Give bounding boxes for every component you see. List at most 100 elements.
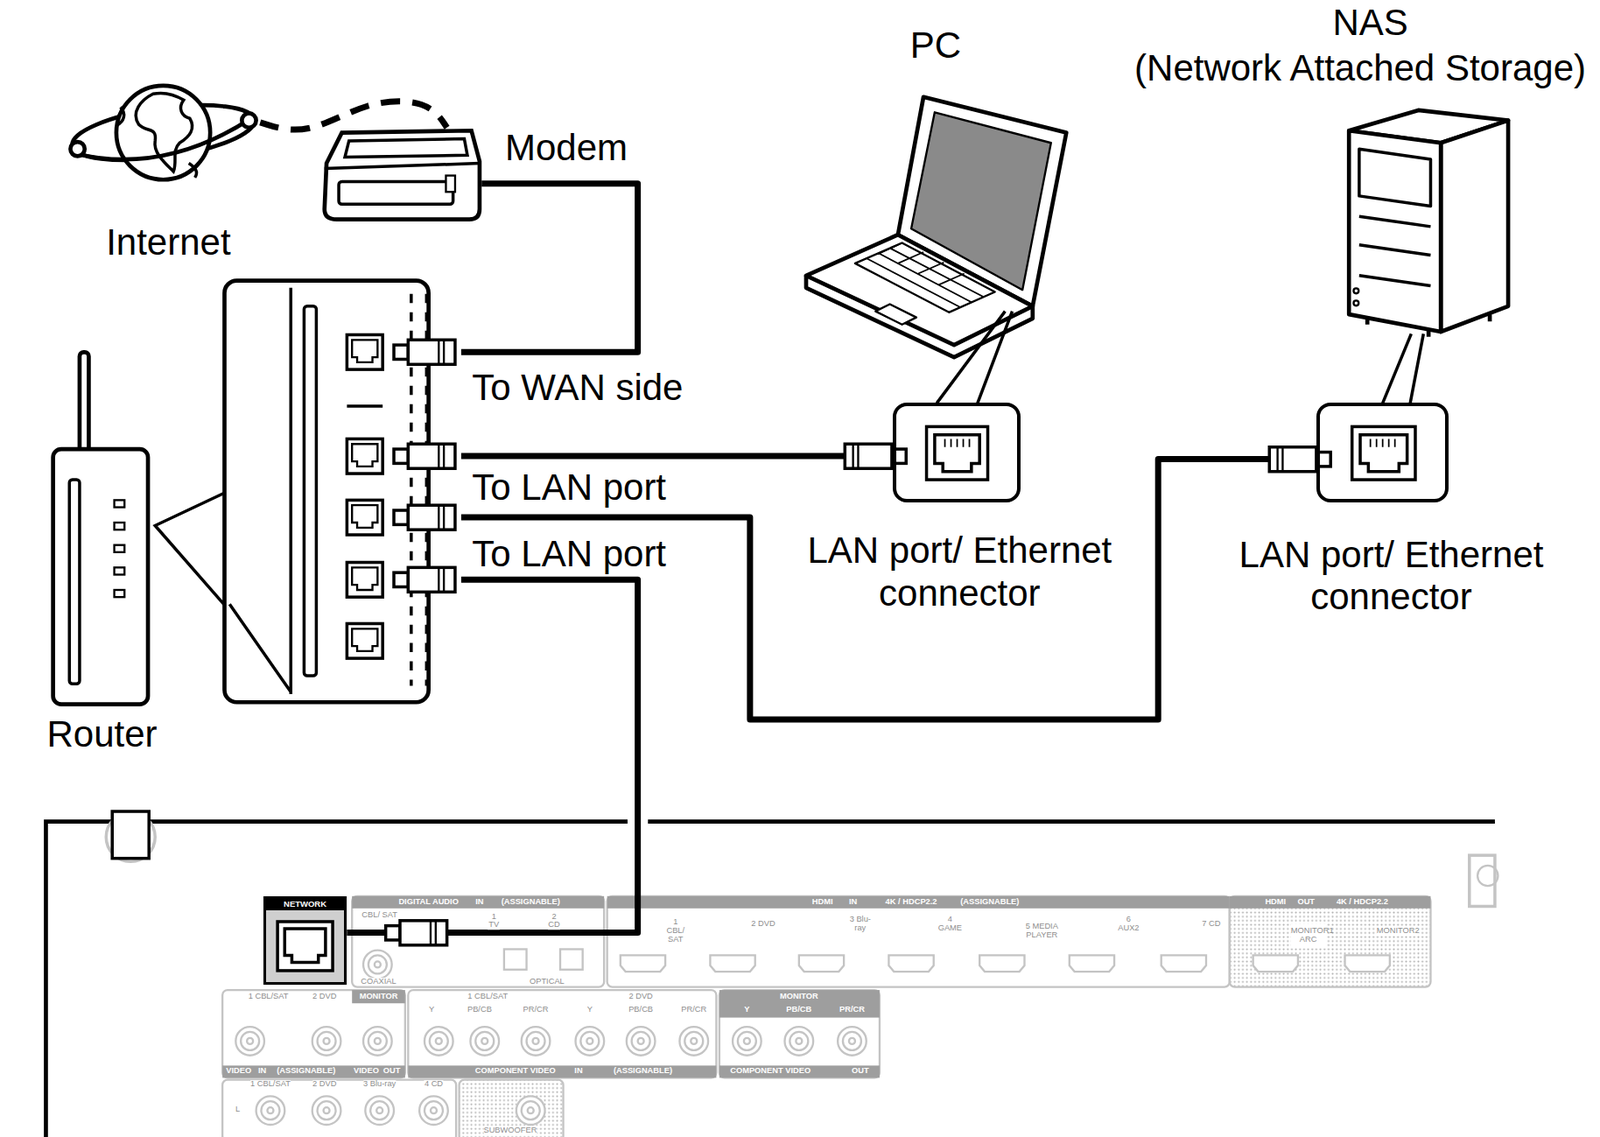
ethernet-jack <box>926 426 1416 480</box>
label-band <box>1229 896 1432 909</box>
connector-jacks <box>430 1107 437 1114</box>
connector-jacks <box>256 1095 286 1125</box>
jack-label: 6 AUX2 <box>1115 915 1141 934</box>
modem-drawing <box>324 130 480 219</box>
globe-drawing <box>69 85 259 180</box>
plug-layer <box>438 567 444 592</box>
lan-port-callout: LAN port/ Ethernet connector <box>1316 402 1450 502</box>
section-heading: DIGITAL AUDIO <box>398 898 459 907</box>
router-drawing <box>154 491 227 608</box>
ethernet-jack <box>1370 438 1396 447</box>
jack-label: 1 CBL/SAT <box>467 992 508 1002</box>
section-heading: VIDEO <box>225 1066 252 1076</box>
device-label: Modem <box>505 128 628 168</box>
router-ports <box>351 443 378 467</box>
network-jack <box>277 921 333 971</box>
router-drawing <box>114 567 126 575</box>
jack-label: 4 GAME <box>934 915 966 934</box>
connector-jacks <box>419 1095 449 1125</box>
section-heading: OUT <box>851 1066 870 1076</box>
connector-jacks <box>586 1038 593 1045</box>
modem-drawing <box>445 175 455 193</box>
connector-jacks <box>527 1107 534 1114</box>
globe-drawing <box>73 118 252 160</box>
section-heading: 4K / HDCP2.2 <box>885 898 938 907</box>
jack-label: 1 TV <box>487 912 500 931</box>
jack-label: 2 DVD <box>628 992 653 1002</box>
connector-jacks <box>842 1031 862 1051</box>
router-ports <box>351 339 378 363</box>
connector-jacks <box>504 948 527 969</box>
connector-jacks <box>743 1038 751 1045</box>
modem-drawing <box>338 182 454 205</box>
section-heading: IN <box>849 898 857 907</box>
laptop-drawing <box>936 311 1012 404</box>
label-band <box>607 896 1230 909</box>
globe-drawing <box>70 141 85 156</box>
receiver-panel <box>45 811 1498 1137</box>
label-band <box>351 989 406 1004</box>
connector-jacks <box>560 948 583 969</box>
router-ports <box>351 628 378 652</box>
greyed-sections <box>607 896 1230 988</box>
connector-jacks <box>979 954 1025 972</box>
plug-layer <box>438 339 444 365</box>
connector-jacks <box>799 954 844 972</box>
network-port-panel <box>263 896 348 985</box>
jack-label: SUBWOOFER <box>483 1126 537 1136</box>
connector-jacks <box>789 1031 808 1051</box>
connector-jacks <box>240 1031 260 1051</box>
nas-drawing <box>1382 333 1425 403</box>
jack-label: 2 DVD <box>750 919 776 929</box>
greyed-sections <box>222 989 406 1078</box>
jack-label: Y <box>587 1005 593 1015</box>
jack-label: PR/CR <box>680 1005 707 1015</box>
plug-layer <box>438 443 444 469</box>
label-band <box>1291 923 1327 948</box>
connector-jacks <box>374 1038 381 1045</box>
jack-label: MONITOR1 ARC <box>1291 926 1327 945</box>
greyed-sections <box>222 1080 457 1137</box>
jack-label: COAXIAL <box>360 977 396 987</box>
router-drawing <box>114 589 126 597</box>
connector-jacks <box>638 1038 645 1045</box>
section-heading: COMPONENT VIDEO <box>729 1066 811 1076</box>
pc-laptop: PC <box>800 91 1072 343</box>
cable-label: To LAN port <box>469 535 669 573</box>
device-label: (Network Attached Storage) <box>1134 49 1586 88</box>
router-ports <box>346 334 383 659</box>
connector-jacks <box>429 1031 449 1051</box>
router-ports <box>346 499 383 535</box>
ethernet-jack <box>1352 426 1416 480</box>
jack-label: 4 CD <box>424 1080 443 1089</box>
section-heading: OUT <box>383 1066 401 1076</box>
plug-layer <box>407 339 456 365</box>
jack-label: PB/CB <box>628 1005 653 1015</box>
connector-jacks <box>266 1107 274 1114</box>
plug-layer <box>393 510 408 525</box>
connector-jacks <box>312 1095 342 1125</box>
section-heading: (ASSIGNABLE) <box>613 1066 673 1076</box>
network-cable <box>461 453 893 460</box>
connector-jacks <box>521 1026 551 1056</box>
router-drawing <box>303 306 316 676</box>
connector-jacks <box>235 948 1390 1125</box>
cable-label: To WAN side <box>469 369 686 407</box>
connector-jacks <box>732 1026 762 1056</box>
ethernet-jack <box>945 438 970 447</box>
router-ports <box>346 623 383 659</box>
plug-layer <box>385 926 400 941</box>
jack-label: OPTICAL <box>529 977 565 987</box>
network-cable <box>461 459 1317 720</box>
jack-label: Y <box>428 1005 435 1015</box>
section-heading: MONITOR <box>779 992 819 1002</box>
connector-jacks <box>580 1031 599 1051</box>
connector-jacks <box>521 1101 541 1120</box>
router-ports <box>346 334 383 370</box>
nas-drawing <box>1359 216 1432 286</box>
connector-jacks <box>368 1031 387 1051</box>
connector-jacks <box>475 1031 494 1051</box>
connector-jacks <box>317 1101 337 1120</box>
connector-jacks <box>363 950 393 980</box>
connector-jacks <box>631 1031 651 1051</box>
